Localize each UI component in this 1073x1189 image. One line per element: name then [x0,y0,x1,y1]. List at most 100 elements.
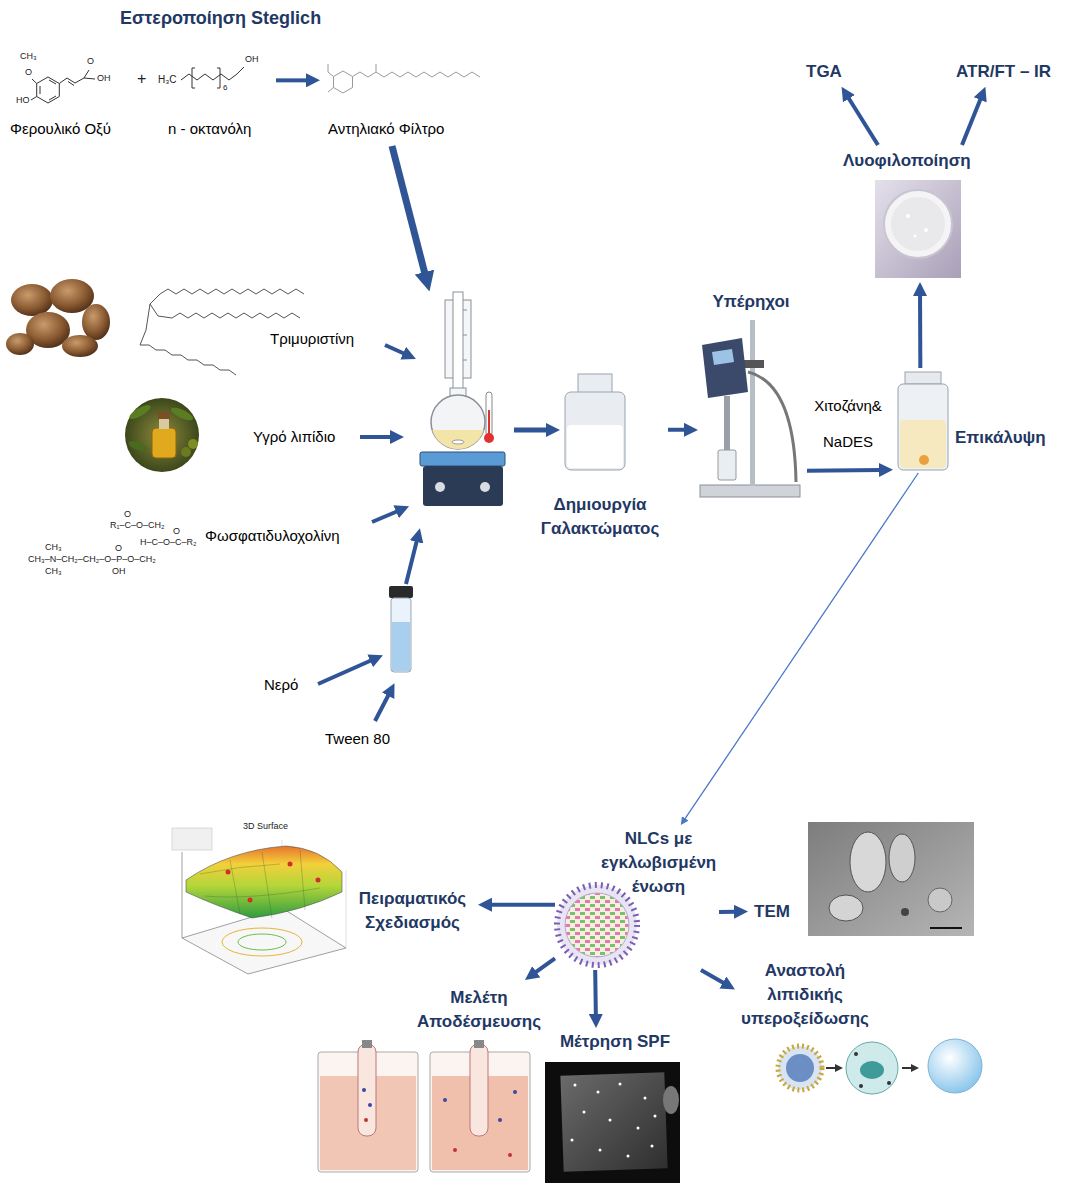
reflux-flask-apparatus [484,433,494,443]
oil-photo [152,428,176,458]
release-study-beakers [453,1148,457,1152]
oil-photo [159,418,169,429]
analysis-step: Μελέτη Αποδέσμευσης [312,980,546,1180]
octanol-structure [192,68,195,88]
reflux-flask-apparatus [431,395,485,449]
spf-plate-photo [574,1084,577,1087]
chart-title: 3D Surface [243,822,288,832]
response-surface-plot [316,878,321,883]
release-study-beakers [443,1098,447,1102]
reflux-flask-apparatus [463,360,467,361]
response-surface-plot [346,870,347,948]
ferulic-acid-structure [31,97,37,101]
process-arrow [318,540,417,721]
process-arrow [392,146,425,274]
release-study-beakers [498,1118,502,1122]
atom-label: H₃C [158,74,177,85]
ultrasonic-probe [750,320,755,486]
formula-line: R₁–C–O–CH₂ [110,521,165,531]
process-step: Υπέρηχοι [698,288,807,503]
oil-photo [188,439,198,449]
node-label: NLCs με εγκλωβισμένη ένωση [601,827,716,898]
lipid-peroxidation-illustration [786,1054,814,1082]
flow-arrow [962,98,981,145]
edge-label: Χιτοζάνη& NaDES [806,388,890,460]
atom-label: CH₃ [45,567,62,577]
ferulic-acid-structure [49,80,56,84]
ultrasonic-probe [712,349,734,365]
ingredient-item: Υγρό λιπίδιο [118,398,353,473]
atom-label: OH [245,55,259,65]
spf-plate-photo [663,1086,679,1114]
plus-sign: + [137,70,146,88]
nlc-particle [557,885,637,965]
process-arrow [392,146,425,274]
spf-plate-photo [583,1111,586,1114]
ferulic-acid-structure [49,96,56,100]
emulsion-bottle [567,425,623,468]
analysis-step: ATR/FT – IR [950,58,1068,87]
coated-vial [898,372,948,470]
flow-arrow [276,78,308,82]
ultrasonic-probe [718,450,736,480]
node-label: Τριμυριστίνη [270,328,354,349]
response-surface-plot [288,862,293,867]
spf-plate-photo [597,1091,600,1094]
repeat-count: 6 [223,84,227,93]
ultrasonic-probe [700,485,800,497]
ingredient-item: Tween 80 [320,725,404,752]
product-item: Αντηλιακό Φίλτρο [320,50,488,142]
spf-plate-photo [545,1062,680,1183]
octanol-structure [181,67,244,88]
sunscreen-filter-structure [328,88,334,93]
node-label: Δημιουργία Γαλακτώματος [535,493,665,541]
node-label: Μέτρηση SPF [545,1030,685,1054]
response-surface-plot [182,852,183,938]
release-study-beakers [368,1103,372,1107]
emulsion-bottle [565,392,625,470]
coated-vial [919,455,929,465]
lyophilized-sample-photo [875,180,961,278]
release-study-beakers [358,1044,376,1136]
oil-photo [169,405,194,422]
release-study-beakers [470,1044,488,1136]
sunscreen-filter-structure [328,64,480,93]
sunscreen-filter-structure [328,64,334,77]
tem-micrograph [850,832,886,892]
ferulic-acid-structure [31,70,95,103]
lipid-peroxidation-illustration [854,1052,858,1056]
oil-photo [181,447,191,457]
reflux-flask-apparatus [420,292,505,506]
formula-line: H–C–O–C–R₂ [140,538,197,548]
reflux-flask-apparatus [423,466,503,506]
release-study-beakers [513,1090,517,1094]
water-vial [391,598,411,672]
flow-arrow [535,958,555,973]
ultrasonic-probe [702,338,748,398]
response-surface-plot [172,828,346,974]
ultrasonic-probe [700,320,800,497]
flow-arrow [685,473,919,819]
water-vial [392,622,410,671]
nutmeg-photo [62,335,98,357]
node-label: Λυοφιλοποίηση [843,149,971,173]
process-arrow [514,430,548,431]
node-label: Αναστολή λιπιδικής υπεροξείδωσης [735,959,875,1030]
response-surface-plot [186,846,342,918]
flow-arrow [668,428,686,432]
process-arrow [318,660,372,684]
node-label: n - οκτανόλη [168,118,251,139]
lipid-peroxidation-illustration [859,1084,863,1088]
analysis-step: Μέτρηση SPF [545,1028,688,1186]
emulsion-bottle [565,374,625,470]
flow-arrow [918,294,922,368]
tem-micrograph [808,822,974,936]
release-study-beakers [318,1040,530,1172]
response-surface-plot [182,908,346,974]
water-vial [389,586,413,672]
reflux-flask-apparatus [480,482,490,492]
ultrasonic-probe [724,396,730,452]
atom-label: OH [97,74,111,84]
